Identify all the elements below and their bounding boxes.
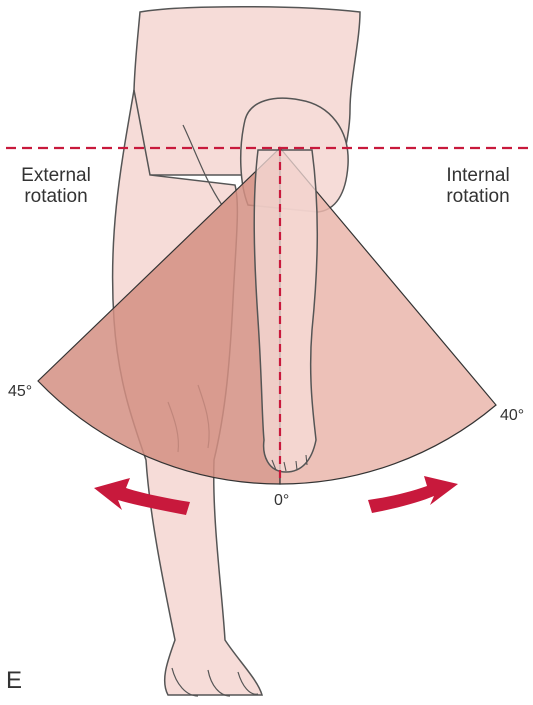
right-curved-arrow-icon [368, 476, 458, 513]
internal-rotation-label: Internal rotation [428, 165, 528, 207]
external-angle-label: 45° [8, 381, 32, 402]
neutral-angle-label: 0° [274, 490, 289, 511]
internal-angle-label: 40° [500, 405, 524, 426]
panel-letter: E [6, 670, 22, 691]
external-rotation-label: External rotation [6, 165, 106, 207]
lower-leg [254, 150, 317, 472]
